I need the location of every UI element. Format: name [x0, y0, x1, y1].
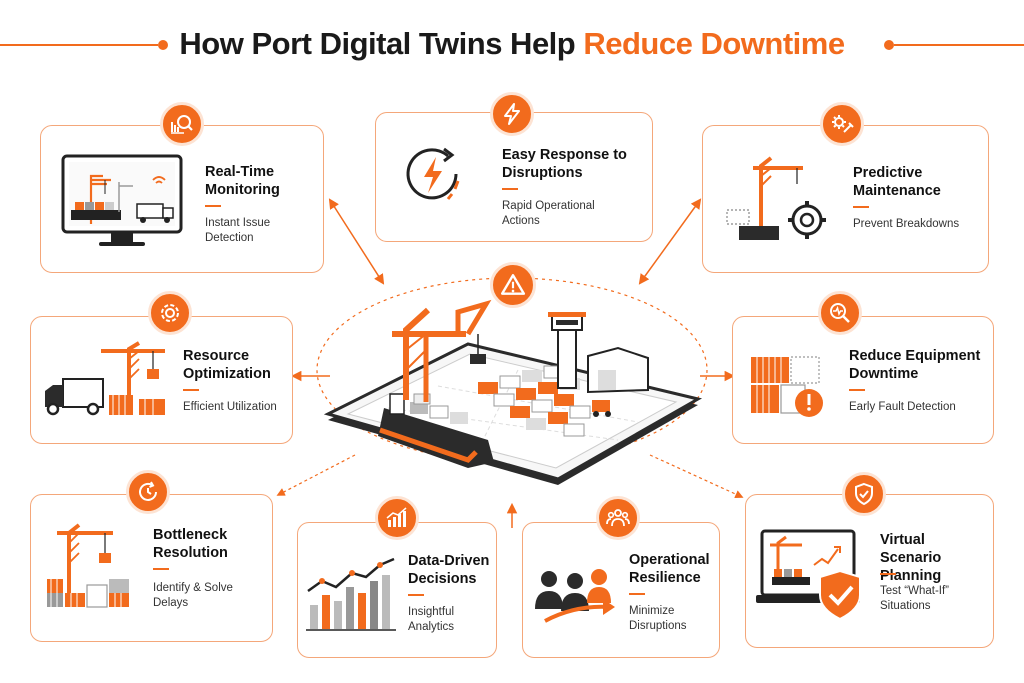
card-desc: Identify & Solve Delays — [153, 582, 233, 609]
card-title: Data-Driven Decisions — [408, 553, 490, 587]
monitor-port-illustration — [61, 154, 191, 259]
page-title: How Port Digital Twins Help Reduce Downt… — [0, 26, 1024, 62]
card-desc: Rapid Operational Actions — [502, 200, 595, 227]
title-right-line — [894, 44, 1024, 46]
container-yard — [478, 365, 591, 437]
lightning-icon — [490, 92, 534, 136]
card-desc: Instant Issue Detection — [205, 217, 271, 244]
card-title: Virtual Scenario Planning — [880, 532, 942, 584]
card-rule — [502, 188, 518, 190]
clock-refresh-icon — [126, 470, 170, 514]
card-operational-resilience: Operational Resilience Minimize Disrupti… — [522, 522, 720, 658]
crane-containers-illustration — [43, 521, 139, 616]
card-title: Resource Optimization — [183, 348, 271, 382]
card-rule — [880, 573, 896, 575]
team-arrow-illustration — [531, 563, 621, 630]
card-rule — [153, 568, 169, 570]
port-digital-twin-hub — [323, 299, 703, 485]
card-desc: Insightful Analytics — [408, 606, 455, 633]
title-left-line — [0, 44, 158, 46]
truck-crane-illustration — [41, 339, 171, 426]
card-bottleneck-resolution: Bottleneck Resolution Identify & Solve D… — [30, 494, 273, 642]
card-predictive-maintenance: Predictive Maintenance Prevent Breakdown… — [702, 125, 989, 273]
card-rule — [853, 206, 869, 208]
card-title: Easy Response to Disruptions — [502, 147, 627, 181]
card-rule — [205, 205, 221, 207]
arrow-virtual — [649, 454, 744, 499]
arrow-predictive — [638, 198, 702, 285]
team-icon — [596, 496, 640, 540]
crane-gear-illustration — [723, 154, 838, 254]
lightning-cycle-illustration — [398, 139, 468, 214]
card-reduce-equipment-downtime: Reduce Equipment Downtime Early Fault De… — [732, 316, 994, 444]
arrow-real-time — [328, 198, 385, 285]
card-resource-optimization: Resource Optimization Efficient Utilizat… — [30, 316, 293, 444]
card-real-time-monitoring: Real-Time Monitoring Instant Issue Detec… — [40, 125, 324, 273]
card-desc: Minimize Disruptions — [629, 605, 687, 632]
card-desc: Efficient Utilization — [183, 401, 277, 413]
bar-chart-icon — [375, 496, 419, 540]
laptop-shield-illustration — [754, 525, 872, 626]
card-easy-response: Easy Response to Disruptions Rapid Opera… — [375, 112, 653, 242]
title-right-dot — [884, 40, 894, 50]
line-bar-chart-illustration — [304, 553, 400, 638]
card-rule — [629, 593, 645, 595]
card-title: Real-Time Monitoring — [205, 164, 280, 198]
card-title: Predictive Maintenance — [853, 165, 941, 199]
card-title: Operational Resilience — [629, 552, 710, 586]
card-data-driven-decisions: Data-Driven Decisions Insightful Analyti… — [297, 522, 497, 658]
card-desc: Prevent Breakdowns — [853, 218, 960, 230]
warning-icon — [490, 262, 536, 308]
analytics-search-icon — [160, 102, 204, 146]
gear-wrench-icon — [820, 102, 864, 146]
card-title: Reduce Equipment Downtime — [849, 348, 981, 382]
card-rule — [408, 594, 424, 596]
pulse-search-icon — [818, 291, 862, 335]
card-desc: Early Fault Detection — [849, 401, 956, 413]
card-title: Bottleneck Resolution — [153, 527, 228, 561]
card-rule — [183, 389, 199, 391]
shield-check-icon — [842, 472, 886, 516]
card-virtual-scenario-planning: Virtual Scenario Planning Test “What-If”… — [745, 494, 994, 648]
title-left-dot — [158, 40, 168, 50]
gear-icon — [148, 291, 192, 335]
arrow-bottleneck — [276, 454, 356, 496]
card-desc: Test “What-If” Situations — [880, 585, 950, 612]
title-row: How Port Digital Twins Help Reduce Downt… — [0, 22, 1024, 66]
title-main: How Port Digital Twins Help — [179, 26, 576, 61]
title-accent: Reduce Downtime — [583, 26, 845, 61]
containers-alert-illustration — [747, 349, 837, 426]
card-rule — [849, 389, 865, 391]
